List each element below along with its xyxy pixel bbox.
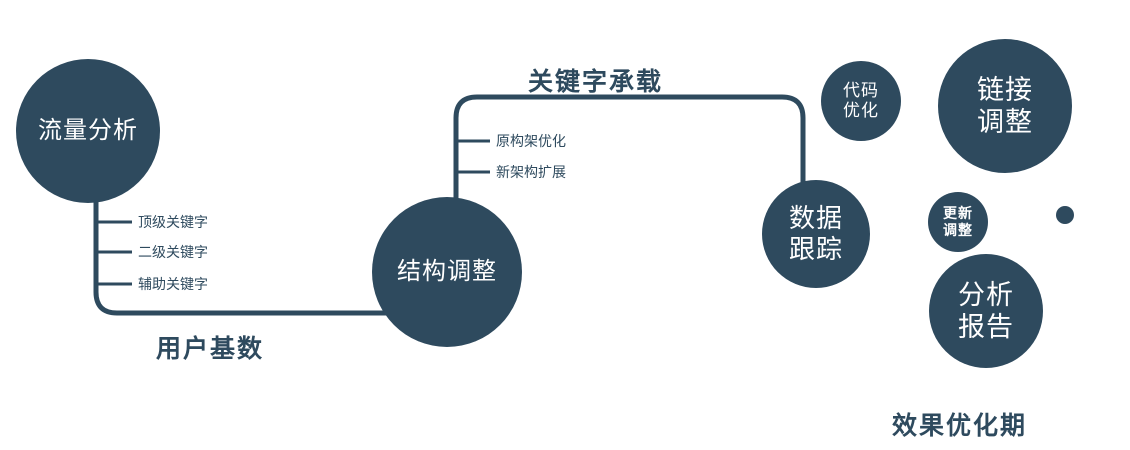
edge-traffic-to-structure <box>93 190 405 316</box>
node-traffic-analysis: 流量分析 <box>16 59 160 203</box>
edge-label-keyword-load: 关键字承载 <box>528 68 664 96</box>
node-update-adjustment: 更新 调整 <box>928 192 988 252</box>
node-analysis-report: 分析 报告 <box>929 254 1043 368</box>
branch-label-original-architecture: 原构架优化 <box>496 133 566 149</box>
caption-effect-optimization-period: 效果优化期 <box>892 412 1028 440</box>
branch-label-new-architecture: 新架构扩展 <box>496 164 566 180</box>
node-structure-adjustment: 结构调整 <box>372 197 522 347</box>
branch-label-top-keyword: 顶级关键字 <box>138 214 208 230</box>
edge-structure-to-tracking <box>453 94 806 210</box>
edge-label-user-base: 用户基数 <box>156 335 265 363</box>
branch-label-secondary-keyword: 二级关键字 <box>138 244 208 260</box>
branch-label-auxiliary-keyword: 辅助关键字 <box>138 276 208 292</box>
node-code-optimization: 代码 优化 <box>821 61 901 141</box>
node-link-adjustment: 链接 调整 <box>938 39 1072 173</box>
node-data-tracking: 数据 跟踪 <box>762 180 870 288</box>
dot-marker <box>1056 206 1074 224</box>
